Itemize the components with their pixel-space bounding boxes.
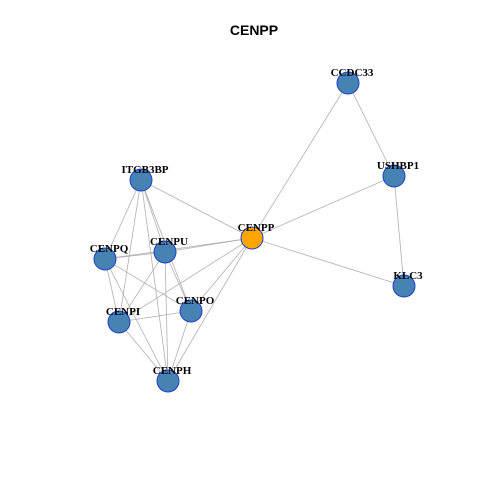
edge-cenpu-cenpi bbox=[118, 251, 166, 323]
graph-title: CENPP bbox=[230, 22, 278, 38]
edge-ccdc33-cenpp bbox=[251, 82, 349, 239]
edges-layer bbox=[104, 82, 405, 382]
nodes-layer bbox=[93, 71, 416, 393]
node-label-cenph: CENPH bbox=[153, 365, 192, 377]
edge-itgb3bp-cenpi bbox=[118, 179, 142, 323]
node-label-cenpq: CENPQ bbox=[90, 243, 129, 255]
edge-cenpp-cenpo bbox=[190, 237, 253, 312]
node-label-itgb3bp: ITGB3BP bbox=[121, 164, 168, 176]
node-cenpq bbox=[93, 247, 117, 271]
node-label-cenpo: CENPO bbox=[176, 295, 215, 307]
node-label-ccdc33: CCDC33 bbox=[331, 67, 374, 79]
node-cenpo bbox=[179, 299, 203, 323]
node-ushbp1 bbox=[382, 164, 406, 188]
node-label-ushbp1: USHBP1 bbox=[377, 160, 419, 172]
node-klc3 bbox=[392, 274, 416, 298]
edge-cenpq-cenph bbox=[104, 258, 169, 382]
node-itgb3bp bbox=[129, 168, 153, 192]
edge-cenpi-cenpo bbox=[118, 310, 192, 323]
edge-cenpp-cenpu bbox=[164, 237, 253, 253]
node-label-cenpp: CENPP bbox=[238, 222, 275, 234]
node-label-cenpu: CENPU bbox=[150, 236, 188, 248]
node-label-cenpi: CENPI bbox=[106, 306, 140, 318]
edge-itgb3bp-cenph bbox=[140, 179, 169, 382]
edge-cenpp-cenph bbox=[167, 237, 253, 382]
edge-cenpi-cenph bbox=[118, 321, 169, 382]
edge-ushbp1-klc3 bbox=[393, 175, 405, 287]
edge-cenpp-cenpi bbox=[118, 237, 253, 323]
edge-cenpo-cenph bbox=[167, 310, 192, 382]
edge-cenpq-cenpo bbox=[104, 258, 192, 312]
node-cenpu bbox=[153, 240, 177, 264]
edge-ccdc33-ushbp1 bbox=[347, 82, 395, 177]
edge-itgb3bp-cenpu bbox=[140, 179, 166, 253]
edge-itgb3bp-cenpp bbox=[140, 179, 253, 239]
edge-itgb3bp-cenpq bbox=[104, 179, 142, 260]
edge-cenpp-cenpq bbox=[104, 237, 253, 260]
node-ccdc33 bbox=[336, 71, 360, 95]
edge-ushbp1-cenpp bbox=[251, 175, 395, 239]
node-label-klc3: KLC3 bbox=[393, 270, 423, 282]
node-cenpp bbox=[240, 226, 264, 250]
node-cenph bbox=[156, 369, 180, 393]
edge-cenpu-cenph bbox=[164, 251, 169, 382]
node-cenpi bbox=[107, 310, 131, 334]
edge-cenpp-klc3 bbox=[251, 237, 405, 287]
